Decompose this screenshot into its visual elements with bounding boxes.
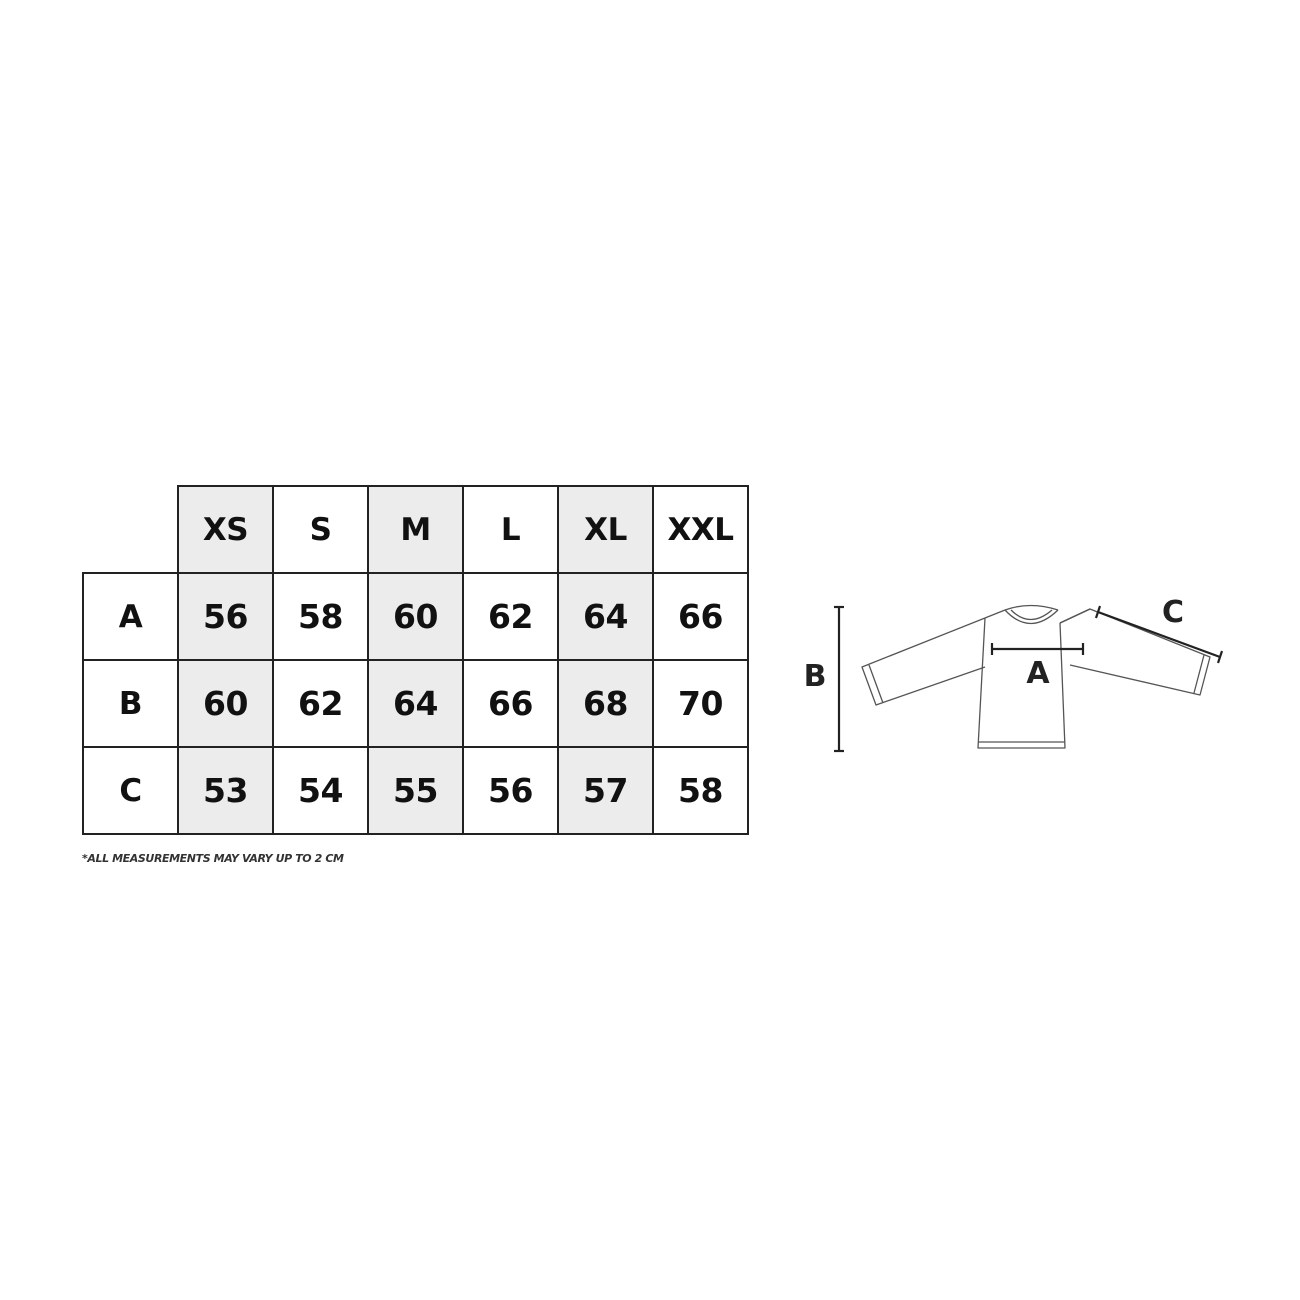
size-header-m: M <box>367 485 464 574</box>
measure-line-b <box>834 605 844 753</box>
size-header-l: L <box>462 485 559 574</box>
sweater-collar-inner <box>1010 609 1053 621</box>
measure-line-a <box>990 643 1085 655</box>
garment-measurement-diagram: A B C <box>804 595 1224 753</box>
measurement-row-c: C 53 54 55 56 57 58 <box>82 746 749 835</box>
measurement-row-a: A 56 58 60 62 64 66 <box>82 572 749 661</box>
row-label-c: C <box>82 746 179 835</box>
corner-empty-cell <box>83 486 178 573</box>
value-cell: 70 <box>652 659 749 748</box>
sweater-right-cuff <box>1193 654 1205 694</box>
size-header-xs: XS <box>177 485 274 574</box>
measure-line-c <box>1094 605 1224 664</box>
sweater-left-cuff <box>868 664 884 704</box>
sweater-collar-top <box>1004 604 1059 611</box>
row-label-a: A <box>82 572 179 661</box>
sweater-left-sleeve <box>861 617 986 706</box>
sweater-collar-outer <box>1004 609 1059 624</box>
value-cell: 64 <box>557 572 654 661</box>
value-cell: 60 <box>367 572 464 661</box>
value-cell: 62 <box>272 659 369 748</box>
value-cell: 64 <box>367 659 464 748</box>
value-cell: 58 <box>272 572 369 661</box>
value-cell: 55 <box>367 746 464 835</box>
sweater-body <box>977 617 1066 749</box>
value-cell: 62 <box>462 572 559 661</box>
size-header-s: S <box>272 485 369 574</box>
measure-label-c: C <box>1162 595 1184 630</box>
row-label-b: B <box>82 659 179 748</box>
value-cell: 66 <box>652 572 749 661</box>
value-cell: 60 <box>177 659 274 748</box>
value-cell: 58 <box>652 746 749 835</box>
measurement-footnote: *ALL MEASUREMENTS MAY VARY UP TO 2 CM <box>82 852 344 865</box>
size-header-xxl: XXL <box>652 485 749 574</box>
size-header-row: XS S M L XL XXL <box>83 485 749 574</box>
value-cell: 53 <box>177 746 274 835</box>
value-cell: 56 <box>462 746 559 835</box>
sweater-shoulders <box>984 608 1091 624</box>
measure-label-b: B <box>804 659 827 694</box>
value-cell: 56 <box>177 572 274 661</box>
value-cell: 66 <box>462 659 559 748</box>
measurement-row-b: B 60 62 64 66 68 70 <box>82 659 749 748</box>
size-chart-table: XS S M L XL XXL A 56 58 60 62 64 66 B 60… <box>82 485 749 835</box>
value-cell: 54 <box>272 746 369 835</box>
measure-label-a: A <box>1026 656 1050 691</box>
value-cell: 68 <box>557 659 654 748</box>
value-cell: 57 <box>557 746 654 835</box>
size-header-xl: XL <box>557 485 654 574</box>
sweater-outline <box>861 604 1211 749</box>
